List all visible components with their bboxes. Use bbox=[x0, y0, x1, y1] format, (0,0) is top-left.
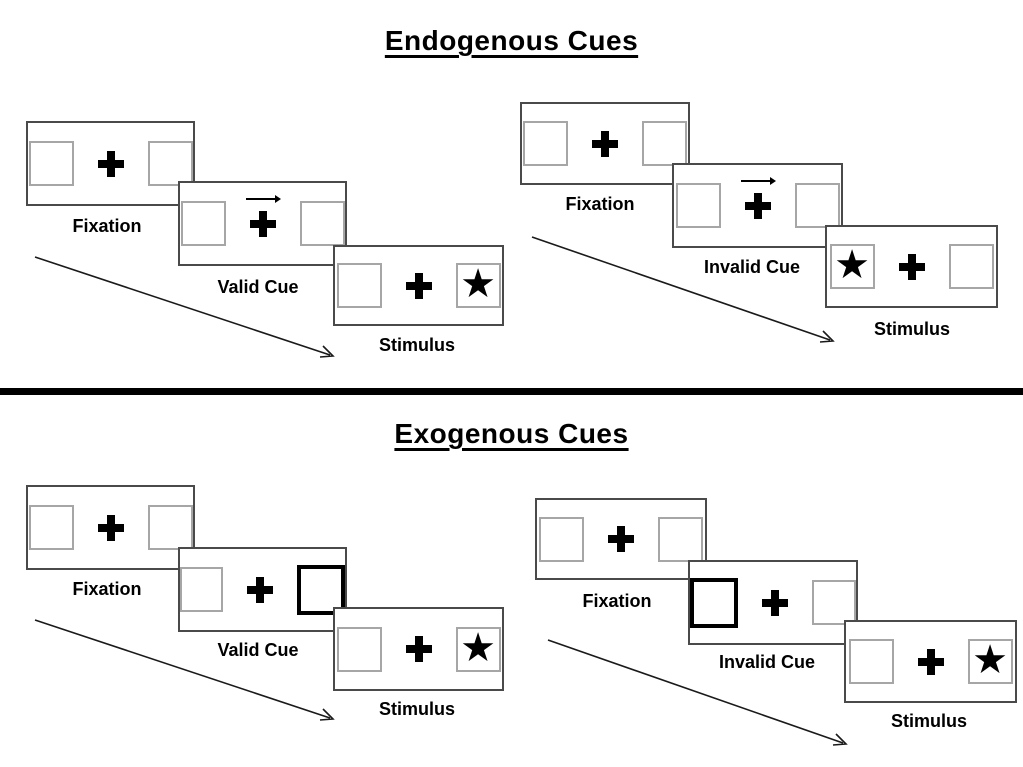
left-box-highlighted bbox=[690, 577, 739, 628]
left-box bbox=[28, 141, 74, 186]
panel-label: Stimulus bbox=[378, 335, 455, 355]
left-box bbox=[539, 516, 584, 562]
star-icon: ★ bbox=[972, 637, 1008, 683]
left-box bbox=[675, 183, 721, 228]
exogenous-section-title: Exogenous Cues bbox=[394, 418, 629, 449]
left-box bbox=[848, 639, 894, 684]
right-box-star: ★ bbox=[967, 637, 1013, 684]
fixation-cross bbox=[97, 150, 124, 177]
plus-icon bbox=[405, 636, 432, 662]
left-box bbox=[336, 626, 382, 672]
panel-label: Invalid Cue bbox=[718, 652, 816, 672]
panel-label: Stimulus bbox=[873, 319, 950, 339]
star-icon: ★ bbox=[460, 261, 496, 307]
cue-right-arrow-icon bbox=[740, 176, 776, 185]
plus-icon bbox=[744, 192, 771, 219]
right-box bbox=[147, 505, 193, 550]
fixation-cross bbox=[608, 526, 634, 552]
fixation-cross bbox=[762, 589, 789, 616]
panel-fixation bbox=[520, 102, 690, 185]
fixation-cross bbox=[245, 194, 281, 237]
panel-label: Stimulus bbox=[378, 699, 455, 719]
plus-icon bbox=[762, 589, 789, 616]
plus-icon bbox=[405, 272, 432, 299]
left-box bbox=[180, 201, 226, 246]
right-box bbox=[812, 580, 856, 625]
fixation-cross bbox=[405, 272, 432, 299]
left-box bbox=[180, 567, 224, 612]
star-icon: ★ bbox=[460, 624, 496, 671]
right-box-star: ★ bbox=[455, 261, 501, 308]
left-box-star: ★ bbox=[829, 242, 875, 289]
right-box bbox=[299, 201, 345, 246]
left-box bbox=[28, 505, 74, 550]
fixation-cross bbox=[97, 514, 124, 541]
right-box bbox=[658, 516, 703, 562]
panel-label: Fixation bbox=[565, 194, 635, 214]
star-icon: ★ bbox=[834, 242, 870, 288]
plus-icon bbox=[917, 648, 944, 675]
timeline-arrow bbox=[531, 236, 835, 343]
timeline-arrow bbox=[547, 639, 848, 746]
panel-label: Fixation bbox=[72, 579, 142, 599]
plus-icon bbox=[97, 150, 124, 177]
plus-icon bbox=[898, 253, 925, 280]
plus-icon bbox=[247, 576, 274, 603]
right-box-highlighted bbox=[297, 564, 345, 615]
panel-invalid-cue bbox=[688, 560, 858, 645]
right-box bbox=[147, 141, 193, 186]
panel-fixation bbox=[535, 498, 707, 580]
plus-icon bbox=[608, 526, 634, 552]
panel-label: Valid Cue bbox=[217, 277, 299, 297]
timeline-arrow bbox=[34, 619, 335, 721]
cue-right-arrow-icon bbox=[245, 194, 281, 203]
panel-invalid-cue bbox=[672, 163, 843, 248]
panel-label: Invalid Cue bbox=[703, 257, 801, 277]
fixation-cross bbox=[917, 648, 944, 675]
panel-stimulus: ★ bbox=[333, 607, 504, 691]
panel-fixation bbox=[26, 485, 195, 570]
panel-label: Fixation bbox=[72, 216, 142, 236]
fixation-cross bbox=[898, 253, 925, 280]
left-box bbox=[336, 263, 382, 308]
right-box bbox=[948, 244, 994, 289]
endogenous-section-title: Endogenous Cues bbox=[384, 25, 639, 56]
right-box bbox=[794, 183, 840, 228]
panel-stimulus: ★ bbox=[333, 245, 504, 326]
panel-fixation bbox=[26, 121, 195, 206]
right-box-star: ★ bbox=[455, 624, 501, 672]
panel-valid-cue bbox=[178, 181, 347, 266]
timeline-arrow bbox=[34, 256, 335, 358]
plus-icon bbox=[97, 514, 124, 541]
fixation-cross bbox=[405, 636, 432, 662]
fixation-cross bbox=[592, 130, 618, 157]
right-box bbox=[642, 121, 687, 166]
plus-icon bbox=[249, 210, 276, 237]
panel-valid-cue bbox=[178, 547, 347, 632]
panel-label: Stimulus bbox=[890, 711, 967, 731]
panel-label: Valid Cue bbox=[217, 640, 299, 660]
fixation-cross bbox=[247, 576, 274, 603]
plus-icon bbox=[592, 130, 618, 157]
panel-label: Fixation bbox=[582, 591, 652, 611]
fixation-cross bbox=[740, 176, 776, 219]
panel-stimulus: ★ bbox=[844, 620, 1017, 703]
panel-stimulus: ★ bbox=[825, 225, 998, 308]
section-divider bbox=[0, 388, 1023, 395]
left-box bbox=[523, 121, 568, 166]
